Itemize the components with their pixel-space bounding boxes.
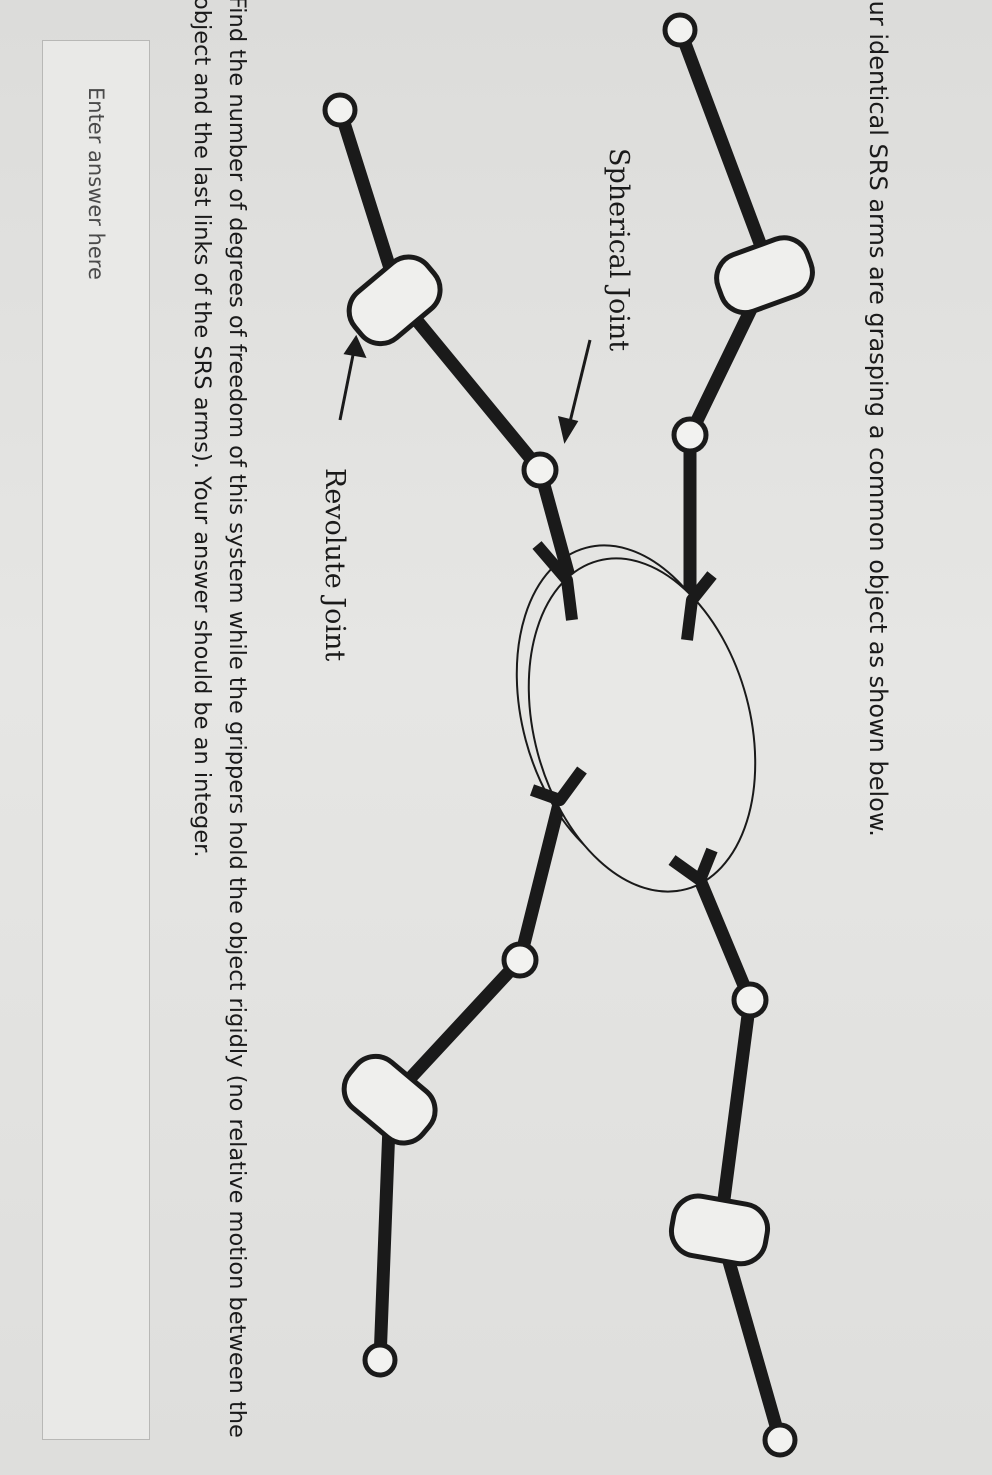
arm-1-links [673, 23, 778, 597]
question-text: Find the number of degrees of freedom of… [189, 0, 250, 1438]
answer-input[interactable] [43, 41, 149, 1439]
common-object [515, 544, 757, 893]
ground-joint-3 [362, 1342, 398, 1378]
answer-box [42, 40, 150, 1440]
spherical-joint-3 [501, 941, 539, 979]
revolute-joint-3 [341, 1053, 438, 1146]
ground-joint-1 [662, 12, 698, 48]
spherical-joint-4 [731, 981, 769, 1019]
ground-joint-4 [762, 1422, 798, 1458]
gripper-1 [681, 571, 717, 641]
arm-3-links [373, 793, 567, 1367]
spherical-arrow [566, 339, 592, 431]
gripper-3 [529, 766, 587, 806]
spherical-joint-1 [671, 416, 709, 454]
revolute-joint-4 [668, 1193, 771, 1267]
spherical-joint-2 [521, 451, 559, 489]
revolute-arrow [338, 349, 356, 421]
revolute-joint-1 [714, 235, 815, 316]
revolute-joint-2 [346, 254, 443, 347]
gripper-4 [668, 847, 718, 886]
arm-2-links [333, 103, 577, 587]
srs-arms-diagram [322, 12, 815, 1458]
spherical-joint-label: Spherical Joint [603, 148, 634, 352]
gripper-2 [532, 541, 578, 621]
ground-joint-2 [322, 92, 358, 128]
arm-4-links [693, 873, 787, 1447]
revolute-joint-label: Revolute Joint [319, 468, 350, 662]
